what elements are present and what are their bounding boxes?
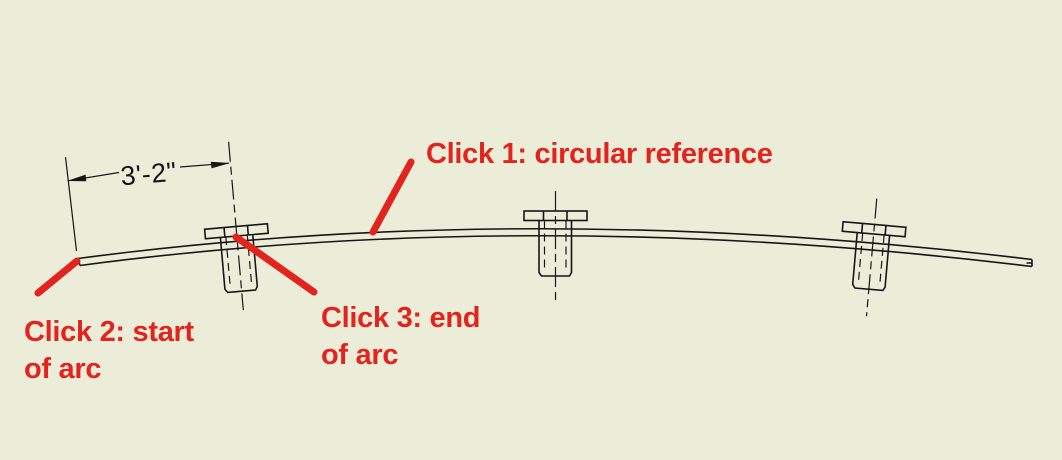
bolt-symbol-3[interactable] [835, 196, 908, 319]
bolt-body-use[interactable] [836, 220, 907, 293]
annotation-click3-line1: Click 3: end [321, 302, 481, 334]
annotation-click1-text: Click 1: circular reference [426, 138, 773, 170]
bolt-symbol-2[interactable] [523, 191, 588, 301]
click2-leader-line [34, 257, 81, 297]
dimension-arrow-left [67, 174, 87, 182]
annotation-click3-line2: of arc [321, 339, 399, 371]
annotation-click3: Click 3: end of arc [321, 300, 480, 374]
bolt-symbol-1[interactable] [197, 139, 274, 313]
annotation-click2: Click 2: start of arc [24, 314, 194, 388]
dimension-arrow-right [210, 161, 230, 169]
click3-leader-line [232, 233, 318, 296]
dimension-extension-line [64, 156, 78, 252]
arc-right-end-cap[interactable] [1026, 259, 1033, 267]
bolt-centerline [227, 141, 244, 311]
click1-leader-line [369, 158, 415, 236]
dimension-value: 3'-2" [119, 157, 178, 192]
annotation-click1: Click 1: circular reference [426, 136, 773, 173]
annotation-click2-line1: Click 2: start [24, 316, 194, 348]
arc-top-edge[interactable] [77, 227, 1033, 261]
annotation-click2-line2: of arc [24, 353, 102, 385]
bolt-centerline [865, 198, 878, 317]
dimension-3ft2in: 3'-2" [64, 156, 230, 252]
